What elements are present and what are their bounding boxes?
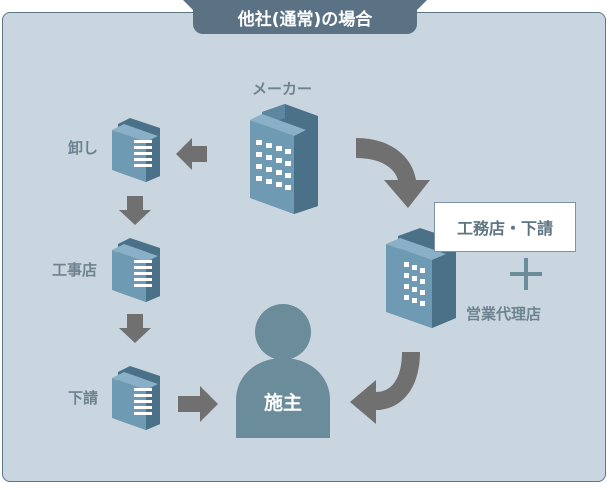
arrow-down-icon bbox=[119, 196, 151, 225]
owner-person-icon bbox=[236, 304, 330, 438]
maker-building-icon bbox=[250, 104, 318, 214]
shitauke-building-icon bbox=[112, 366, 160, 430]
koujiten-label: 工事店 bbox=[52, 261, 98, 279]
oroshi-label: 卸し bbox=[68, 139, 99, 157]
curved-arrow-left-icon bbox=[350, 352, 420, 424]
owner-label: 施主 bbox=[263, 392, 302, 414]
header-title: 他社(通常)の場合 bbox=[237, 9, 373, 30]
koumuten-shitauke-box: 工務店・下請 bbox=[434, 202, 576, 252]
arrow-right-icon bbox=[178, 386, 218, 422]
koumuten-shitauke-label: 工務店・下請 bbox=[456, 219, 553, 238]
plus-icon bbox=[510, 258, 542, 290]
curved-arrow-down-icon bbox=[356, 138, 430, 208]
eigyou-dairiten-label: 営業代理店 bbox=[466, 305, 542, 323]
arrow-down-icon bbox=[119, 314, 151, 343]
header-tab: 他社(通常)の場合 bbox=[193, 0, 417, 34]
oroshi-building-icon bbox=[112, 118, 160, 182]
arrow-left-icon bbox=[176, 138, 207, 170]
maker-label: メーカー bbox=[252, 80, 313, 98]
koujiten-building-icon bbox=[112, 238, 160, 302]
shitauke-label: 下請 bbox=[68, 389, 99, 407]
dairiten-building-icon bbox=[386, 228, 456, 328]
